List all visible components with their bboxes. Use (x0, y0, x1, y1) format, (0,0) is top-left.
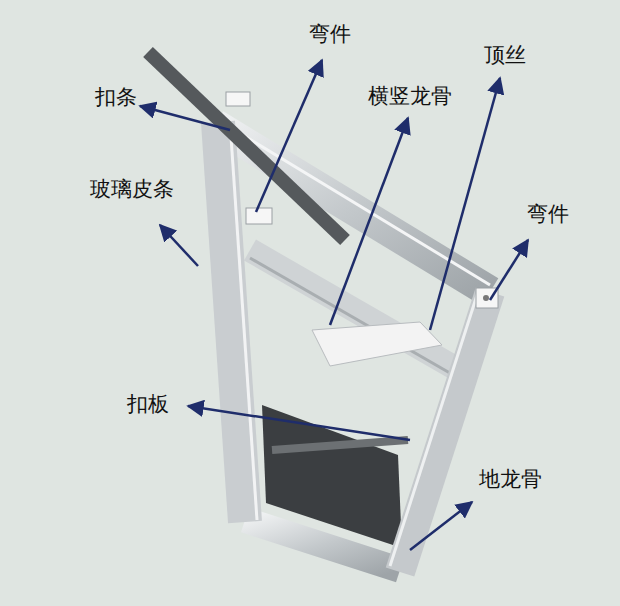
part-label: 顶丝 (484, 43, 526, 68)
leader-line (160, 225, 198, 266)
rail-edge (250, 258, 462, 380)
leader-line (410, 502, 472, 550)
cover-plate (272, 440, 408, 450)
part-label: 扣条 (95, 85, 137, 110)
leader-line (430, 78, 500, 330)
corner-piece (246, 208, 272, 224)
post-highlight (230, 122, 257, 520)
leader-line (256, 60, 322, 212)
part-label: 地龙骨 (479, 467, 542, 492)
leader-line (140, 106, 230, 130)
leader-line (188, 406, 410, 440)
leaders (140, 60, 528, 550)
bracket-piece (312, 322, 442, 366)
screw (483, 295, 489, 301)
left-post (218, 122, 245, 522)
snap-strip (148, 52, 345, 240)
part-label: 横竖龙骨 (368, 84, 452, 109)
part-label: 弯件 (527, 202, 569, 227)
part-label: 玻璃皮条 (90, 177, 174, 202)
part-label: 弯件 (309, 22, 351, 47)
leader-line (490, 240, 528, 300)
part-label: 扣板 (127, 392, 169, 417)
leader-line (330, 118, 408, 325)
corner-piece (226, 92, 250, 106)
floor-rail (245, 520, 400, 570)
